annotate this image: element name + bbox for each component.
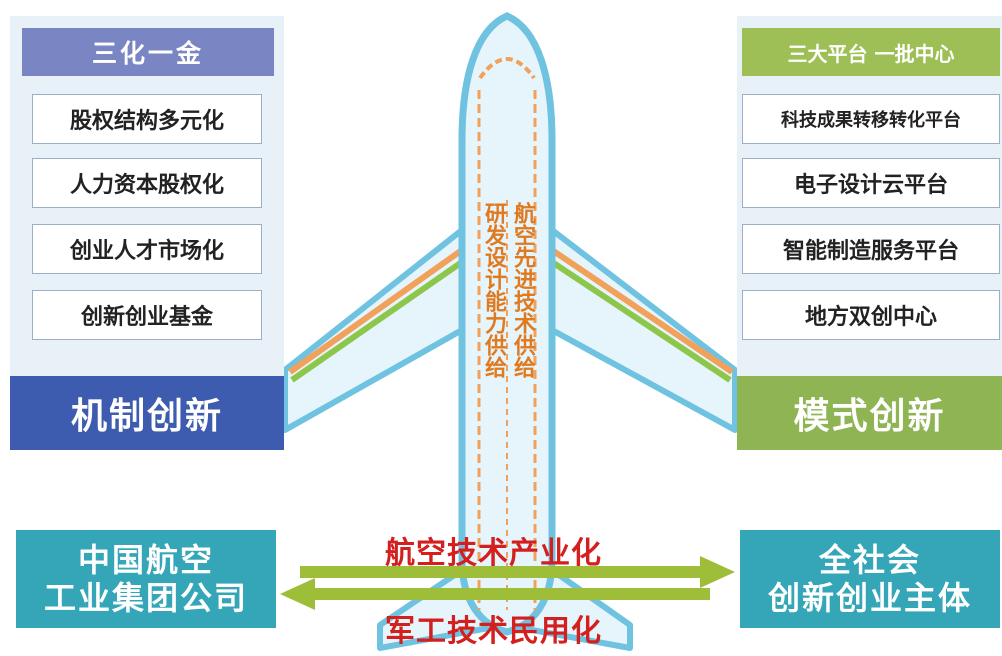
left-panel-header: 三化一金 bbox=[22, 28, 274, 76]
nose-arc bbox=[478, 57, 536, 80]
fuselage-text-rd-supply: 研发设计能力供给 bbox=[481, 202, 506, 378]
right-wing-stripe-orange bbox=[550, 247, 734, 375]
arrow-label-civilian-use: 军工技术民用化 bbox=[385, 614, 602, 649]
bottom-right-society-box: 全社会 创新创业主体 bbox=[740, 530, 1000, 628]
bottom-left-avic-box: 中国航空 工业集团公司 bbox=[16, 530, 276, 628]
right-panel-header: 三大平台 一批中心 bbox=[742, 28, 1000, 76]
right-item-smart-manufacturing: 智能制造服务平台 bbox=[742, 224, 1000, 274]
left-item-venture-fund: 创新创业基金 bbox=[32, 290, 262, 340]
bottom-left-line2: 工业集团公司 bbox=[43, 579, 248, 617]
right-wing bbox=[549, 227, 738, 433]
left-wing-stripe-green bbox=[290, 259, 464, 383]
left-wing-stripe-orange bbox=[288, 247, 464, 375]
left-footer-mechanism-innovation: 机制创新 bbox=[10, 376, 284, 450]
left-item-human-capital: 人力资本股权化 bbox=[32, 158, 262, 208]
bottom-right-line2: 创新创业主体 bbox=[767, 579, 972, 617]
fuselage-text-tech-supply: 航空先进技术供给 bbox=[510, 202, 535, 378]
arrow-label-industrialization: 航空技术产业化 bbox=[385, 536, 602, 571]
left-item-equity-structure: 股权结构多元化 bbox=[32, 94, 262, 144]
left-item-talent-market: 创业人才市场化 bbox=[32, 224, 262, 274]
arrow-left-icon bbox=[280, 578, 710, 610]
arrow-right-icon bbox=[300, 556, 735, 588]
right-footer-model-innovation: 模式创新 bbox=[737, 376, 1002, 450]
bottom-left-line1: 中国航空 bbox=[77, 540, 214, 579]
right-item-local-innovation-center: 地方双创中心 bbox=[742, 290, 1000, 340]
right-wing-stripe-green bbox=[550, 259, 732, 383]
right-item-e-design-cloud: 电子设计云平台 bbox=[742, 158, 1000, 208]
left-wing bbox=[282, 227, 465, 433]
right-item-tech-transfer: 科技成果转移转化平台 bbox=[742, 94, 1000, 144]
bottom-right-line1: 全社会 bbox=[818, 540, 921, 579]
